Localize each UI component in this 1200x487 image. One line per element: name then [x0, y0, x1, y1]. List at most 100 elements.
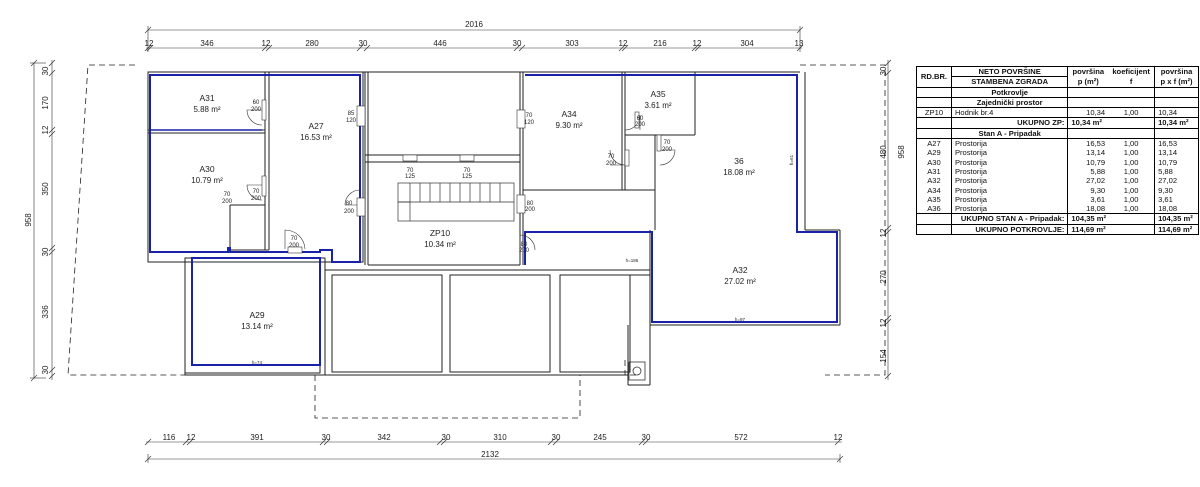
- door-label: 200: [344, 209, 355, 215]
- dim-top-total: 2016: [465, 20, 483, 29]
- dimension-tick: [144, 44, 152, 52]
- col-neto: NETO POVRŠINE: [951, 65, 1069, 77]
- room-area: 5.88 m²: [193, 105, 220, 114]
- dim-bottom-seg: 572: [734, 433, 748, 442]
- door-label: 60: [637, 116, 644, 122]
- room-area: 13.14 m²: [241, 322, 273, 331]
- dimension-tick: [265, 44, 273, 52]
- dimension-tick: [363, 44, 371, 52]
- dimension-tick: [642, 438, 650, 446]
- dim-top-seg: 303: [565, 39, 579, 48]
- cell-p: 16,53: [1067, 138, 1109, 149]
- total-zp-p: 10,34 m²: [1067, 117, 1156, 129]
- cell-name: Prostorija: [951, 166, 1069, 177]
- cell-rd: A32: [916, 176, 952, 186]
- cell-p: 9,30: [1090, 185, 1106, 195]
- height-label: h=61: [789, 154, 794, 165]
- room-area: 18.08 m²: [723, 168, 755, 177]
- door-label: 125: [462, 174, 473, 180]
- dimension-tick: [48, 244, 56, 252]
- dim-bottom-seg: 30: [442, 433, 451, 442]
- cell-rd: A35: [916, 194, 952, 205]
- room-area: 10.34 m²: [424, 240, 456, 249]
- room-area: 3.61 m²: [644, 101, 671, 110]
- room-name: ZP10: [430, 228, 451, 238]
- roof-outline: [67, 64, 886, 419]
- dim-right-seg: 12: [879, 228, 888, 237]
- cell-name: Prostorija: [951, 185, 1069, 195]
- room-name: A34: [561, 109, 576, 119]
- room-area: 27.02 m²: [724, 277, 756, 286]
- dimension-tick: [48, 59, 56, 67]
- cell-name: Prostorija: [951, 176, 1069, 186]
- door-label: 70: [253, 189, 260, 195]
- dim-top-seg: 280: [305, 39, 319, 48]
- dim-left-seg: 336: [41, 305, 50, 319]
- cell-p: 10,79: [1086, 157, 1106, 167]
- door-label: 70: [224, 192, 231, 198]
- dimension-tick: [884, 69, 892, 77]
- cell-rd: A36: [916, 204, 952, 214]
- table-section-row: Potkrovlje: [916, 86, 1199, 98]
- cell-f: 1,00: [1108, 194, 1156, 205]
- dimension-tick: [884, 224, 892, 232]
- dimension-tick: [436, 438, 444, 446]
- dimension-lines: [30, 26, 889, 463]
- dim-right-seg: 30: [879, 66, 888, 75]
- dim-left-total: 958: [24, 213, 33, 227]
- door-label: 70: [464, 168, 471, 174]
- cell-f: 1,00: [1108, 148, 1156, 158]
- cell-pf: 27,02: [1154, 176, 1199, 186]
- dim-bottom-seg: 342: [377, 433, 391, 442]
- room-labels: A31 5.88 m² A27 16.53 m² A30 10.79 m² A2…: [191, 89, 756, 331]
- dimension-tick: [694, 44, 702, 52]
- cell-p: 13,14: [1086, 148, 1106, 158]
- cell-name: Prostorija: [951, 194, 1069, 205]
- col-p: p (m²): [1077, 77, 1099, 87]
- cell-name: Prostorija: [951, 138, 1069, 149]
- door-label: 200: [635, 122, 646, 128]
- cell-p: 3,61: [1090, 194, 1106, 204]
- room-name: A27: [308, 121, 323, 131]
- floor-plan: 2016 12 346 12 280 30 446 30 303 12 216 …: [24, 20, 905, 463]
- dim-left-seg: 30: [41, 247, 50, 256]
- dimension-tick: [884, 228, 892, 236]
- dimension-tick: [323, 438, 331, 446]
- walls: [147, 71, 841, 386]
- table-total-row: UKUPNO POTKROVLJE: 114,69 m² 114,69 m²: [916, 223, 1199, 236]
- height-annotations: h=74 h=97 h=186 h=61: [252, 154, 794, 365]
- dimension-tick: [518, 44, 526, 52]
- total-potkrovlje-pf-unit: m²: [1183, 224, 1193, 234]
- dim-left-seg: 30: [41, 365, 50, 374]
- door-label: 70: [407, 168, 414, 174]
- dim-left-seg: 12: [41, 125, 50, 134]
- total-stan-pf: 104,35 m²: [1154, 213, 1199, 225]
- dimension-tick: [691, 44, 699, 52]
- dim-right-seg: 480: [879, 145, 888, 159]
- col-zgrada: STAMBENA ZGRADA: [951, 76, 1069, 88]
- dim-right-seg: 270: [879, 270, 888, 284]
- area-table: RD.BR. NETO POVRŠINE površina koeficijen…: [916, 65, 1199, 236]
- total-zp-label: UKUPNO ZP:: [951, 117, 1069, 129]
- door-label: 200: [222, 199, 233, 205]
- total-stan-label: UKUPNO STAN A - Pripadak:: [951, 213, 1069, 225]
- dim-left-seg: 350: [41, 182, 50, 196]
- dimension-tick: [356, 44, 364, 52]
- section-stan: Stan A - Pripadak: [951, 127, 1069, 139]
- dimension-tick: [261, 44, 269, 52]
- dimension-tick: [884, 372, 892, 380]
- total-zp-p-unit: m²: [1092, 118, 1102, 128]
- dimension-ticks: [48, 44, 892, 446]
- cell-rd: A34: [916, 185, 952, 195]
- cell-name: Prostorija: [951, 148, 1069, 158]
- dimension-tick: [144, 438, 152, 446]
- total-potkrovlje-p-value: 114,69: [1071, 224, 1095, 234]
- total-potkrovlje-pf: 114,69 m²: [1154, 223, 1199, 236]
- height-label: h=186: [626, 258, 639, 263]
- door-label: 120: [346, 118, 357, 124]
- room-name: A31: [199, 93, 214, 103]
